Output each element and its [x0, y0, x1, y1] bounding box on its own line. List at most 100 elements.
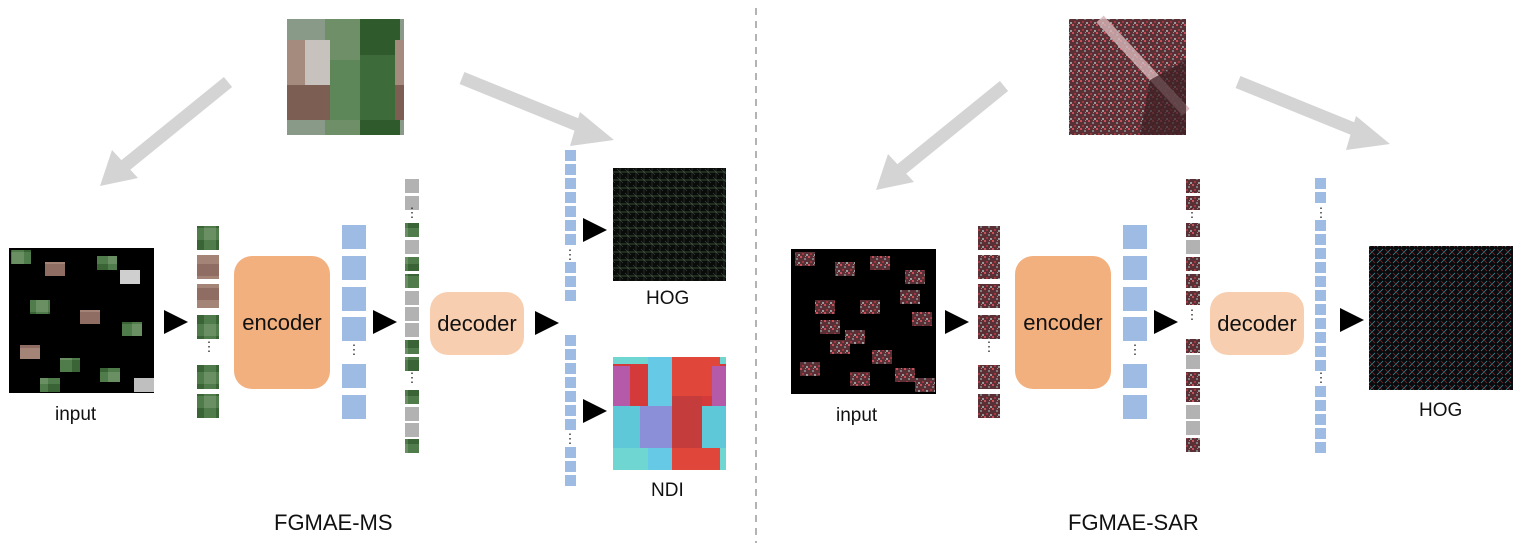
- ms-visible-patch: [40, 378, 60, 392]
- ms-hog-pred-token: [565, 206, 576, 217]
- gray-arrow-left-1: [100, 76, 233, 186]
- ms-ndi-pred-token: [565, 447, 576, 458]
- sar-sequence-token: [1186, 438, 1200, 452]
- ms-visible-patch-token: [197, 284, 219, 308]
- gray-arrow-right-2: [1235, 75, 1390, 150]
- sar-hog-pred-token: [1315, 234, 1326, 245]
- sar-sequence-token: [1186, 421, 1200, 435]
- ms-hog-pred-token: [565, 220, 576, 231]
- sar-sequence-token: [1186, 179, 1200, 193]
- sar-dark-field: [1140, 60, 1186, 135]
- ms-visible-patch: [45, 262, 65, 276]
- sar-sequence-token: [1186, 355, 1200, 369]
- sar-visible-patch: [835, 262, 855, 276]
- sar-hog-pred-token: [1315, 262, 1326, 273]
- sar-hog-pred-token: [1315, 360, 1326, 371]
- ms-pred-ellipsis-1: ⋮: [563, 247, 577, 262]
- sar-visible-patch: [895, 368, 915, 382]
- ms-ndi-target: [613, 357, 726, 470]
- sar-visible-patch: [795, 252, 815, 266]
- ms-visible-patch: [120, 270, 140, 284]
- ms-sequence-token: [405, 179, 419, 193]
- sar-encoder-label: encoder: [1023, 309, 1103, 335]
- sar-visible-patch: [845, 330, 865, 344]
- ms-ndi-pred-token: [565, 349, 576, 360]
- sar-hog-pred-token: [1315, 332, 1326, 343]
- sar-hog-pred-token: [1315, 442, 1326, 453]
- sar-hog-pred-token: [1315, 346, 1326, 357]
- ms-ndi-pred-token: [565, 335, 576, 346]
- sar-sequence-token: [1186, 196, 1200, 210]
- ms-ndi-pred-token: [565, 391, 576, 402]
- sar-visible-patch: [900, 290, 920, 304]
- sar-sequence-token: [1186, 291, 1200, 305]
- gray-arrow-left-2: [459, 71, 614, 146]
- ms-sequence-token: [405, 423, 419, 437]
- ms-sequence-token: [405, 240, 419, 254]
- ms-hog-pred-token: [565, 192, 576, 203]
- ms-seq-ellipsis-2: ⋮: [405, 370, 419, 385]
- ms-visible-patch: [100, 368, 120, 382]
- ms-sequence-token: [405, 357, 419, 371]
- ms-visible-patch-token: [197, 315, 219, 339]
- ms-encoder-label: encoder: [242, 309, 322, 335]
- ms-encoder-block: encoder: [234, 256, 330, 389]
- sar-input-label: input: [836, 405, 878, 426]
- ms-latent-token: [342, 364, 366, 388]
- sar-hog-label: HOG: [1419, 400, 1463, 421]
- ms-hog-label: HOG: [646, 288, 690, 309]
- ms-visible-patch-token: [197, 226, 219, 250]
- ms-sequence-token: [405, 291, 419, 305]
- sar-sequence-token: [1186, 405, 1200, 419]
- ms-ndi-pred-token: [565, 475, 576, 486]
- ms-ndi-pred-token: [565, 377, 576, 388]
- sar-hog-pred-token: [1315, 428, 1326, 439]
- ms-visible-patch: [122, 322, 142, 336]
- sar-latent-token: [1123, 317, 1147, 341]
- sar-sequence-token: [1186, 388, 1200, 402]
- sar-sequence-token: [1186, 223, 1200, 237]
- sar-visible-patch: [815, 300, 835, 314]
- ms-visible-patch: [134, 378, 154, 392]
- ms-hog-pred-token: [565, 234, 576, 245]
- sar-visible-patch: [870, 256, 890, 270]
- ms-input-label: input: [55, 404, 97, 425]
- ms-hog-pred-token: [565, 164, 576, 175]
- sar-visible-patch: [905, 270, 925, 284]
- ms-sequence-token: [405, 340, 419, 354]
- sar-pred-ellipsis-2: ⋮: [1314, 370, 1328, 385]
- sar-hog-target: [1369, 246, 1513, 390]
- ms-ndi-label: NDI: [651, 480, 684, 501]
- sar-latent-token: [1123, 364, 1147, 388]
- ms-visible-patch-token: [197, 394, 219, 418]
- ms-visible-patch: [80, 310, 100, 324]
- ms-source-image: [287, 19, 404, 135]
- sar-decoder-block: decoder: [1210, 292, 1304, 355]
- sar-visible-patch: [820, 320, 840, 334]
- sar-patch-ellipsis: ⋮: [982, 339, 996, 354]
- ms-hog-pred-token: [565, 178, 576, 189]
- sar-hog-pred-token: [1315, 192, 1326, 203]
- gray-arrow-right-1: [876, 80, 1009, 190]
- sar-hog-pred-token: [1315, 220, 1326, 231]
- ms-sequence-token: [405, 196, 419, 210]
- ms-sequence-token: [405, 274, 419, 288]
- ms-section-title: FGMAE-MS: [274, 510, 393, 535]
- ms-sequence-token: [405, 390, 419, 404]
- ms-hog-pred-token: [565, 262, 576, 273]
- sar-sequence-token: [1186, 240, 1200, 254]
- ms-visible-patch-token: [197, 255, 219, 279]
- sar-pred-ellipsis-1: ⋮: [1314, 205, 1328, 220]
- ms-latent-token: [342, 317, 366, 341]
- ms-visible-patch: [20, 345, 40, 359]
- ms-hog-pred-token: [565, 276, 576, 287]
- sar-hog-pred-token: [1315, 400, 1326, 411]
- sar-hog-pred-token: [1315, 304, 1326, 315]
- sar-visible-patch: [872, 350, 892, 364]
- sar-latent-token: [1123, 256, 1147, 280]
- ms-latent-token: [342, 225, 366, 249]
- ms-decoder-label: decoder: [437, 310, 517, 336]
- sar-visible-patch-token: [978, 365, 1000, 389]
